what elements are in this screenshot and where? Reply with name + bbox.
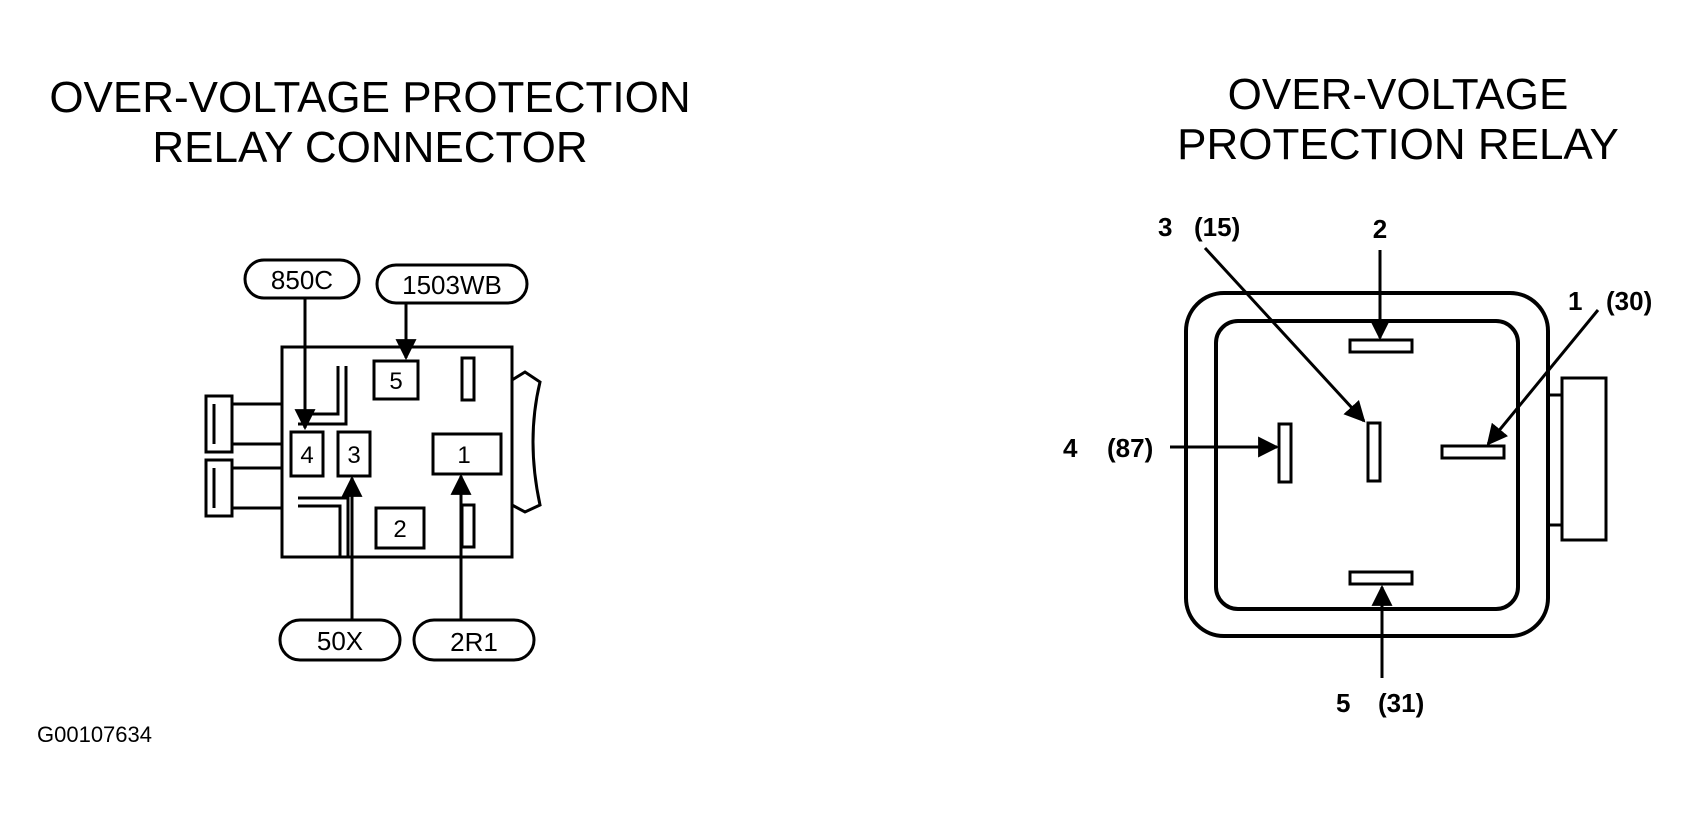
connector-latch <box>511 370 542 514</box>
cavity-1-label: 1 <box>457 442 470 469</box>
connector-slot-upper <box>460 356 476 402</box>
wire-label-50x: 50X <box>317 626 363 656</box>
cavity-4-label: 4 <box>300 442 313 469</box>
terminal-3-label: (15) <box>1194 212 1240 242</box>
cavity-4-box <box>289 430 325 478</box>
relay-face <box>1170 246 1608 678</box>
cavity-5-label: 5 <box>389 368 402 395</box>
wire-pill-top-right <box>375 263 529 305</box>
relay-outer-housing <box>1184 291 1550 638</box>
connector-tab-lower <box>204 458 234 518</box>
connector-title: OVER-VOLTAGE PROTECTION RELAY CONNECTOR <box>0 73 740 173</box>
terminal-3-pin: 3 <box>1158 212 1172 242</box>
relay-mount-tab <box>1560 376 1608 542</box>
wire-label-2r1: 2R1 <box>450 627 498 657</box>
terminal-5-label: (31) <box>1378 688 1424 718</box>
figure-id: G00107634 <box>37 722 152 747</box>
terminal-2 <box>1348 338 1414 354</box>
cavity-3-label: 3 <box>347 442 360 469</box>
cavity-4 <box>289 430 325 478</box>
wire-pill-bottom-right <box>412 618 536 662</box>
connector-title-line2: RELAY CONNECTOR <box>152 123 588 172</box>
terminal-3 <box>1366 421 1382 483</box>
terminal-1-label: (30) <box>1606 286 1652 316</box>
terminal-2-pin: 2 <box>1373 214 1387 244</box>
relay-title-line2: PROTECTION RELAY <box>1177 120 1619 169</box>
wire-label-1503wb: 1503WB <box>402 270 502 300</box>
connector-key-lower <box>298 496 350 556</box>
terminal-4-label: (87) <box>1107 433 1153 463</box>
wire-pill-bottom-left <box>278 618 402 662</box>
terminal-1-pin: 1 <box>1568 286 1582 316</box>
cavity-2-box <box>374 506 426 550</box>
relay-title-line1: OVER-VOLTAGE <box>1227 70 1569 119</box>
connector-title-line1: OVER-VOLTAGE PROTECTION <box>49 73 691 122</box>
cavity-2 <box>374 506 426 550</box>
terminal-4 <box>1277 422 1293 484</box>
terminal-4-pin: 4 <box>1063 433 1078 463</box>
cavity-5-box <box>372 359 420 401</box>
wire-label-850c: 850C <box>271 265 333 295</box>
connector-left-tabs <box>204 394 282 518</box>
relay-title: OVER-VOLTAGE PROTECTION RELAY <box>1100 70 1696 170</box>
wire-pill-top-left <box>243 258 361 300</box>
arrow-terminal-1 <box>1486 309 1600 446</box>
arrow-terminal-3 <box>1203 246 1366 423</box>
relay-inner-face <box>1214 319 1520 611</box>
terminal-1 <box>1440 444 1506 460</box>
cavity-5 <box>372 359 420 401</box>
terminal-5 <box>1348 570 1414 586</box>
terminal-5-pin: 5 <box>1336 688 1350 718</box>
cavity-2-label: 2 <box>393 516 406 543</box>
connector-slot-lower <box>460 503 476 549</box>
connector-tab-upper <box>204 394 234 454</box>
relay-connector <box>204 258 542 662</box>
